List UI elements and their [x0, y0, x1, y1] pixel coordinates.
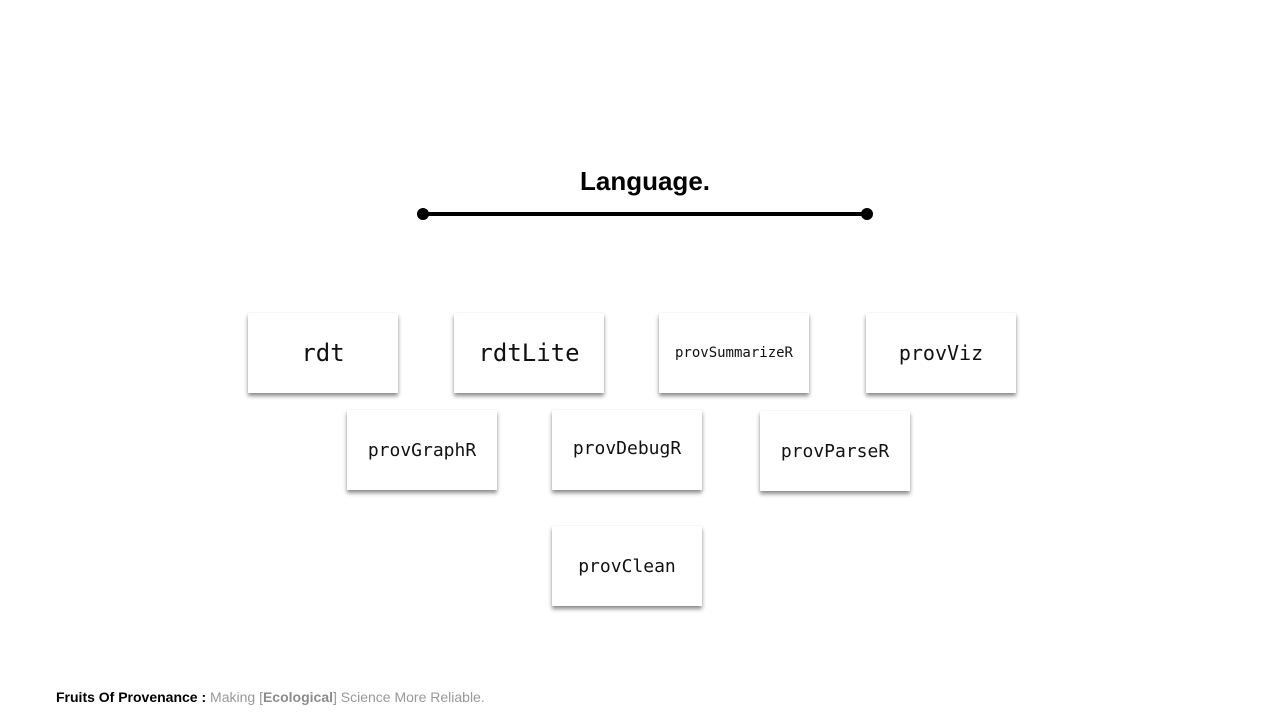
package-label: provViz — [898, 341, 984, 365]
package-label: provSummarizeR — [674, 345, 793, 361]
package-label: provGraphR — [367, 439, 477, 461]
package-label: provParseR — [780, 440, 890, 462]
slide-footer: Fruits Of Provenance : Making [Ecologica… — [56, 688, 485, 706]
package-card-provviz[interactable]: provViz — [866, 313, 1016, 393]
package-card-provclean[interactable]: provClean — [552, 526, 702, 606]
footer-text-after: ] Science More Reliable. — [333, 689, 485, 705]
package-label: rdtLite — [478, 339, 580, 367]
package-card-provgraphr[interactable]: provGraphR — [347, 410, 497, 490]
package-card-rdt[interactable]: rdt — [248, 313, 398, 393]
package-card-provsummarizer[interactable]: provSummarizeR — [659, 313, 809, 393]
heading-underline — [417, 208, 873, 220]
package-card-rdtlite[interactable]: rdtLite — [454, 313, 604, 393]
underline-right-dot — [861, 208, 873, 220]
footer-emphasis: Ecological — [262, 689, 333, 705]
package-label: provDebugR — [572, 438, 682, 459]
package-label: rdt — [301, 339, 345, 367]
underline-left-dot — [417, 208, 429, 220]
package-card-provparser[interactable]: provParseR — [760, 411, 910, 491]
package-label: provClean — [578, 555, 676, 577]
package-card-provdebugr[interactable]: provDebugR — [552, 410, 702, 490]
footer-title: Fruits Of Provenance : — [56, 689, 207, 705]
slide-heading: Language. — [579, 166, 710, 196]
footer-text-before: Making [ — [206, 689, 263, 705]
